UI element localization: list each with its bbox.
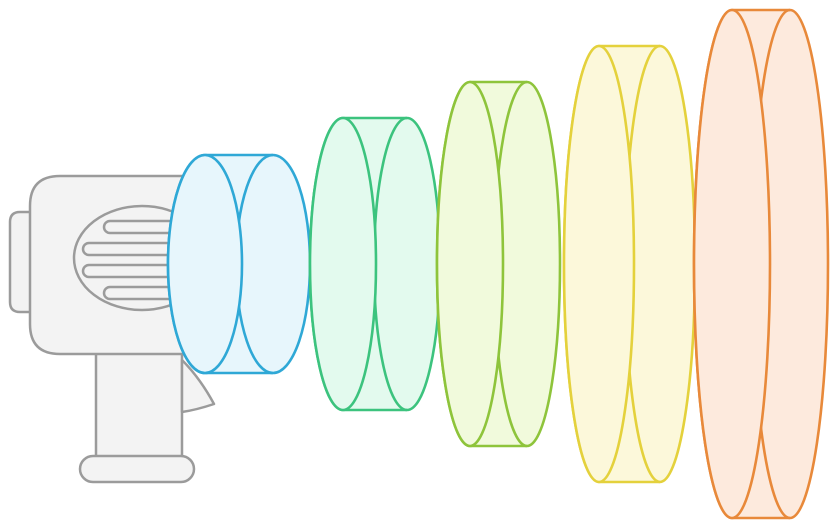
ring-2-opening: [310, 118, 376, 410]
ring-1: [168, 155, 310, 373]
ring-5: [694, 10, 828, 518]
ring-2: [310, 118, 440, 410]
device-handle-base: [80, 456, 194, 482]
ring-5-opening: [694, 10, 770, 518]
ring-4-opening: [564, 46, 634, 482]
device-handle: [96, 352, 182, 462]
ring-3: [437, 82, 560, 446]
ring-4: [564, 46, 695, 482]
device-back-cap: [10, 212, 32, 312]
airflow-rings: [168, 10, 828, 518]
ring-3-opening: [437, 82, 503, 446]
ring-1-opening: [168, 155, 242, 373]
